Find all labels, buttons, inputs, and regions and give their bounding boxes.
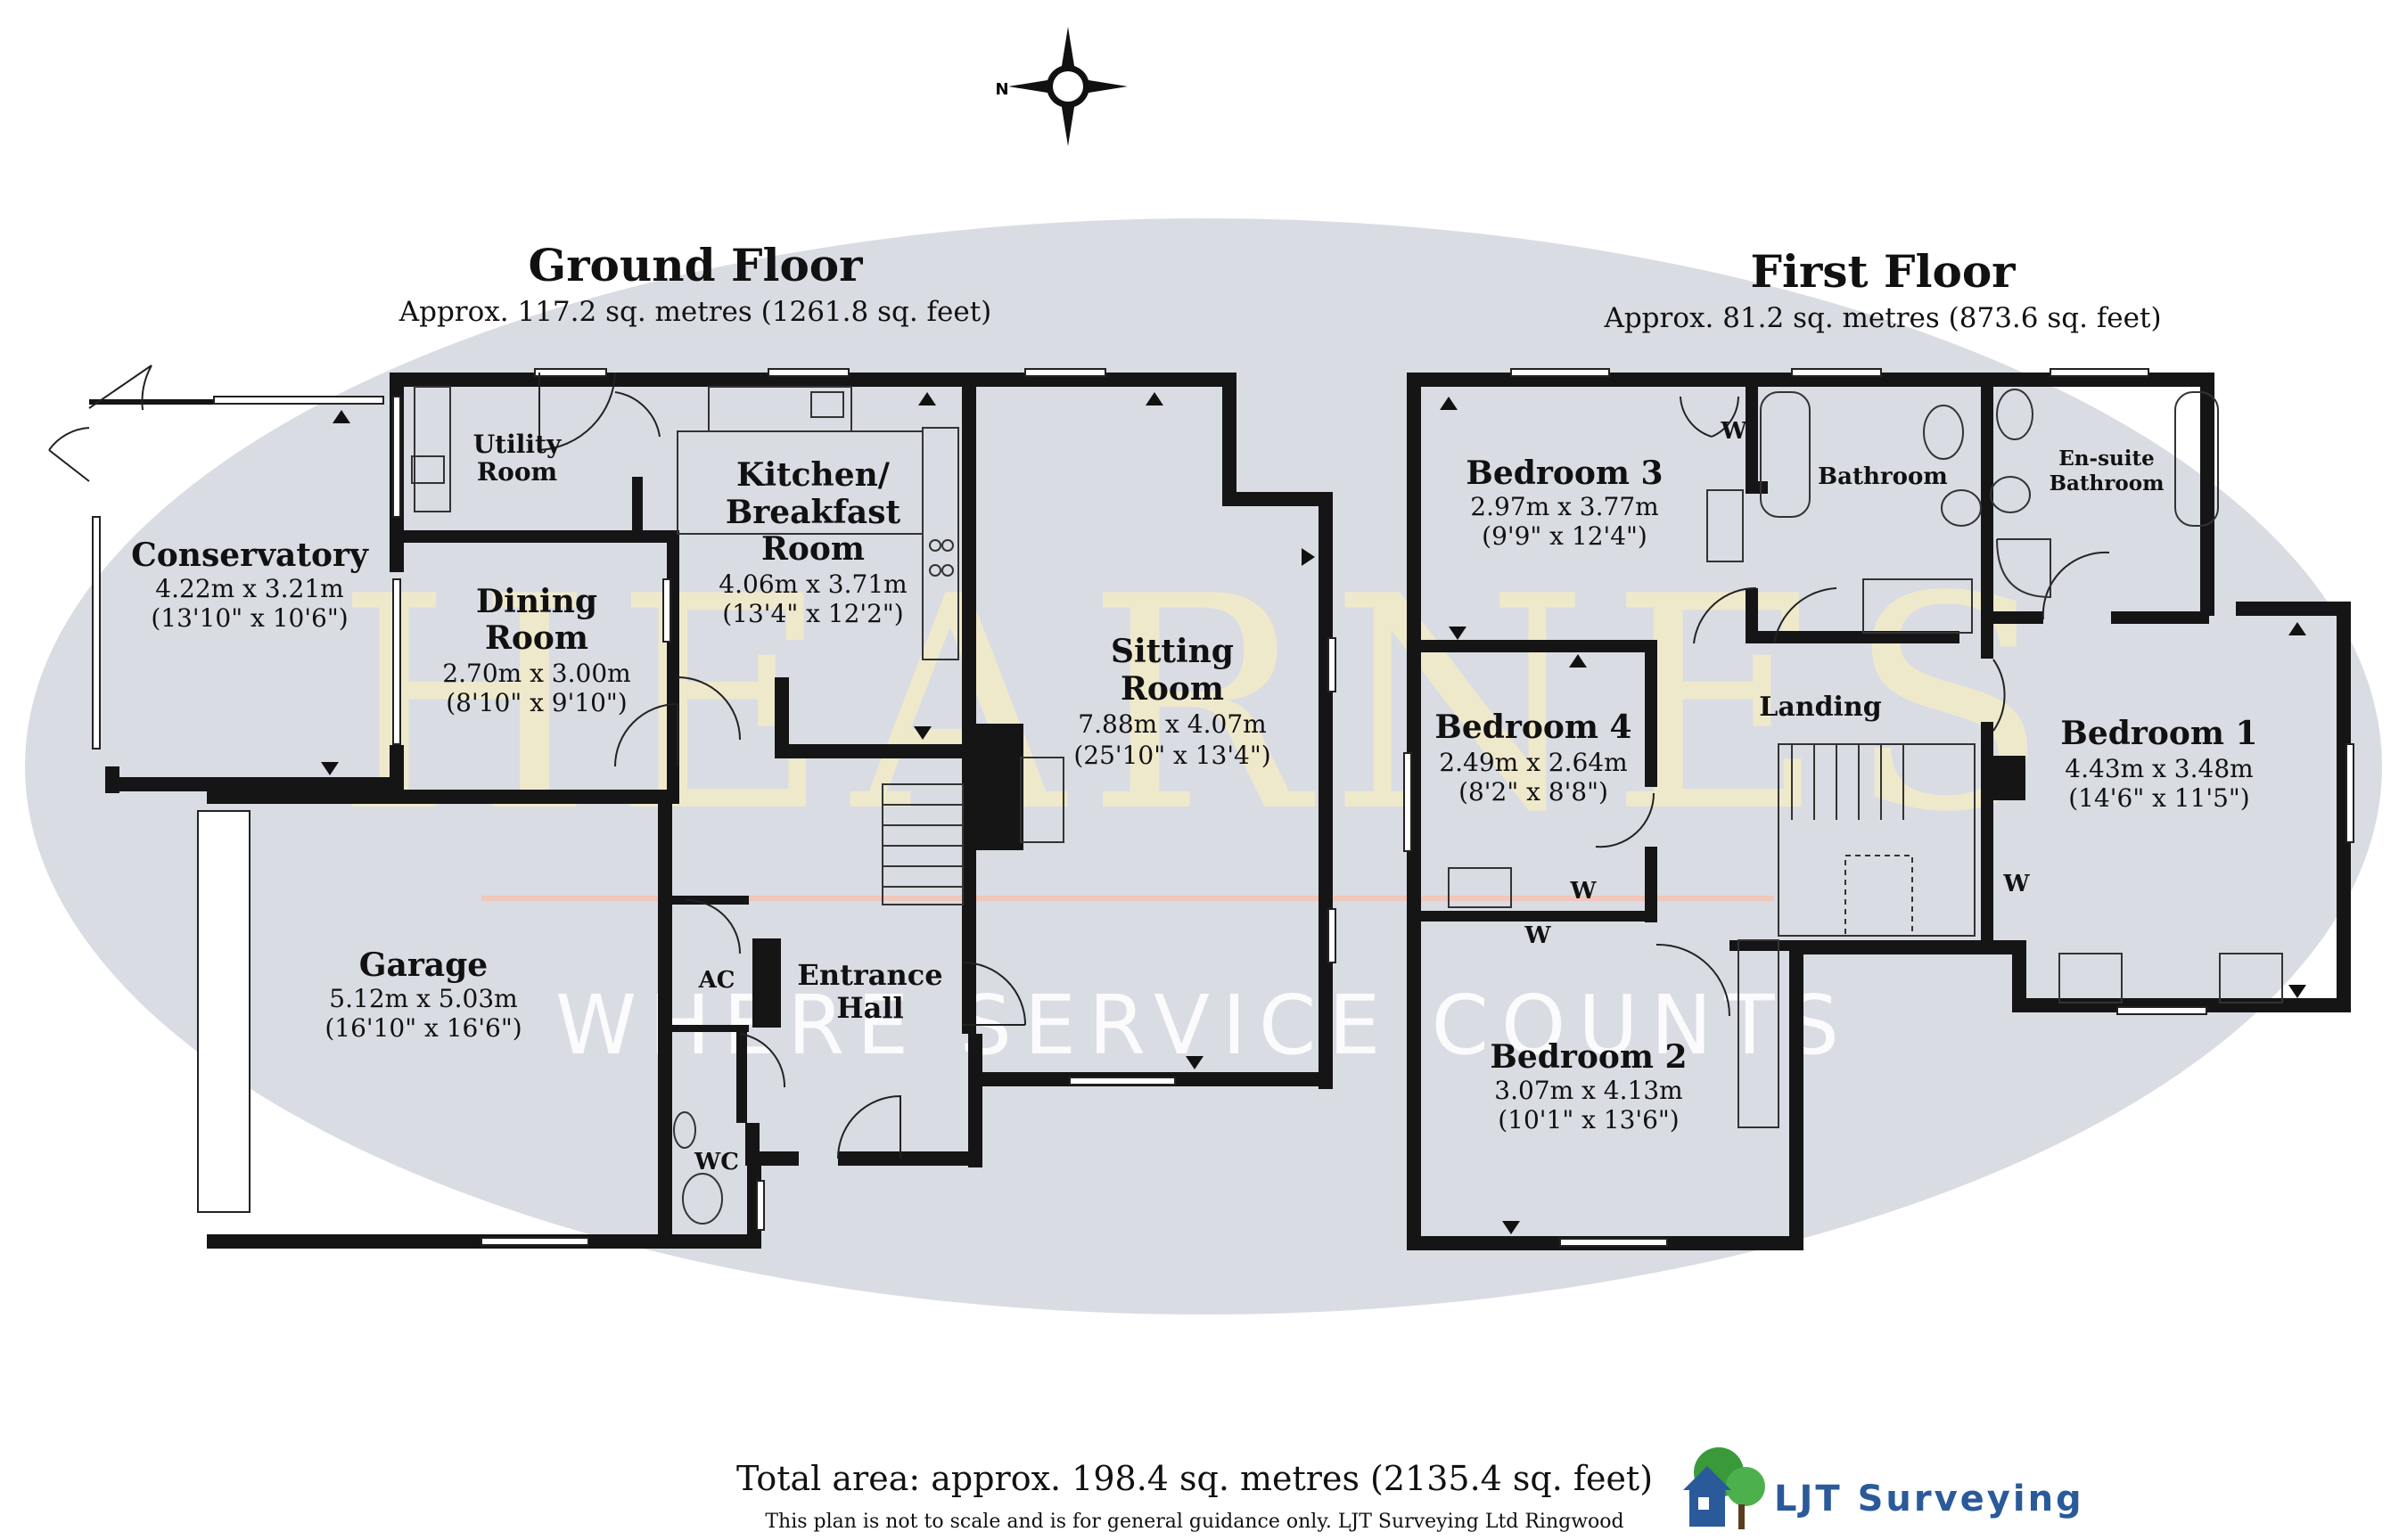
hall-line1: Entrance bbox=[797, 958, 942, 992]
bedroom4-metric: 2.49m x 2.64m bbox=[1439, 748, 1627, 777]
first-floor-area: Approx. 81.2 sq. metres (873.6 sq. feet) bbox=[1603, 302, 2161, 334]
sitting-imperial: (25'10" x 13'4") bbox=[1073, 741, 1270, 770]
ground-floor-title: Ground Floor bbox=[529, 239, 864, 291]
conservatory-metric: 4.22m x 3.21m bbox=[155, 574, 343, 603]
ensuite-line2: Bathroom bbox=[2050, 471, 2165, 496]
bedroom2-metric: 3.07m x 4.13m bbox=[1494, 1076, 1682, 1105]
dining-line2: Room bbox=[485, 619, 588, 657]
total-area: Total area: approx. 198.4 sq. metres (21… bbox=[736, 1459, 1653, 1498]
kitchen-imperial: (13'4" x 12'2") bbox=[722, 599, 903, 628]
sitting-line2: Room bbox=[1121, 670, 1224, 708]
conservatory-name: Conservatory bbox=[131, 537, 369, 574]
sitting-line1: Sitting bbox=[1111, 633, 1234, 670]
hall-line2: Hall bbox=[836, 991, 903, 1025]
bedroom1-metric: 4.43m x 3.48m bbox=[2065, 754, 2253, 783]
kitchen-line1: Kitchen/ bbox=[736, 456, 891, 494]
house-tree-icon bbox=[1683, 1447, 1765, 1529]
bedroom4-imperial: (8'2" x 8'8") bbox=[1458, 777, 1608, 807]
bedroom3-metric: 2.97m x 3.77m bbox=[1470, 492, 1658, 521]
ground-floor-labels: Conservatory 4.22m x 3.21m (13'10" x 10'… bbox=[131, 430, 1271, 1175]
bedroom3-imperial: (9'9" x 12'4") bbox=[1482, 521, 1647, 551]
bedroom1-name: Bedroom 1 bbox=[2060, 715, 2257, 752]
wardrobe-label-bed1: W bbox=[2002, 871, 2030, 897]
wardrobe-label-bed3: W bbox=[1720, 418, 1747, 445]
wardrobe-label-bed2: W bbox=[1524, 922, 1551, 949]
disclaimer: This plan is not to scale and is for gen… bbox=[765, 1511, 1623, 1533]
kitchen-line3: Room bbox=[761, 530, 865, 568]
ground-floor-fixtures bbox=[411, 386, 1064, 1225]
ljt-logo: LJT Surveying bbox=[1683, 1447, 2084, 1529]
dimension-arrows bbox=[321, 392, 2306, 1234]
bedroom3-name: Bedroom 3 bbox=[1466, 455, 1663, 492]
kitchen-metric: 4.06m x 3.71m bbox=[719, 569, 907, 599]
compass-icon: N bbox=[995, 27, 1128, 146]
garage-imperial: (16'10" x 16'6") bbox=[324, 1013, 522, 1043]
first-floor-fixtures bbox=[1448, 389, 2283, 1128]
first-floor-walls bbox=[1407, 373, 2351, 1250]
ground-floor-doors bbox=[48, 365, 1026, 1159]
ensuite-line1: En-suite bbox=[2058, 446, 2154, 471]
logo-text: LJT Surveying bbox=[1774, 1479, 2084, 1520]
utility-line1: Utility bbox=[473, 430, 562, 459]
bedroom2-name: Bedroom 2 bbox=[1490, 1038, 1687, 1076]
conservatory-imperial: (13'10" x 10'6") bbox=[151, 603, 348, 633]
kitchen-line2: Breakfast bbox=[726, 494, 901, 531]
utility-line2: Room bbox=[477, 457, 557, 487]
dining-imperial: (8'10" x 9'10") bbox=[446, 688, 627, 717]
dining-line1: Dining bbox=[476, 583, 597, 620]
wardrobe-label-bed4: W bbox=[1569, 878, 1597, 905]
watermark-text: HEARNES bbox=[336, 534, 2071, 876]
bedroom2-imperial: (10'1" x 13'6") bbox=[1498, 1105, 1679, 1135]
first-floor-doors bbox=[1595, 396, 2110, 1017]
first-floor-windows bbox=[1403, 368, 2354, 1247]
garage-name: Garage bbox=[359, 946, 488, 984]
dining-metric: 2.70m x 3.00m bbox=[442, 659, 630, 688]
first-floor-title: First Floor bbox=[1750, 245, 2016, 298]
wc-label: WC bbox=[694, 1149, 739, 1175]
compass-n-label: N bbox=[995, 80, 1008, 99]
bathroom-name: Bathroom bbox=[1818, 463, 1948, 490]
ground-floor-area: Approx. 117.2 sq. metres (1261.8 sq. fee… bbox=[398, 296, 992, 328]
ac-label: AC bbox=[698, 967, 735, 994]
bedroom1-imperial: (14'6" x 11'5") bbox=[2068, 783, 2249, 813]
ground-floor-windows bbox=[92, 368, 1336, 1246]
garage-metric: 5.12m x 5.03m bbox=[329, 984, 517, 1013]
sitting-metric: 7.88m x 4.07m bbox=[1078, 709, 1266, 739]
first-floor-labels: Bedroom 3 2.97m x 3.77m (9'9" x 12'4") B… bbox=[1434, 418, 2257, 1135]
bedroom4-name: Bedroom 4 bbox=[1434, 709, 1631, 746]
landing-name: Landing bbox=[1759, 692, 1882, 723]
